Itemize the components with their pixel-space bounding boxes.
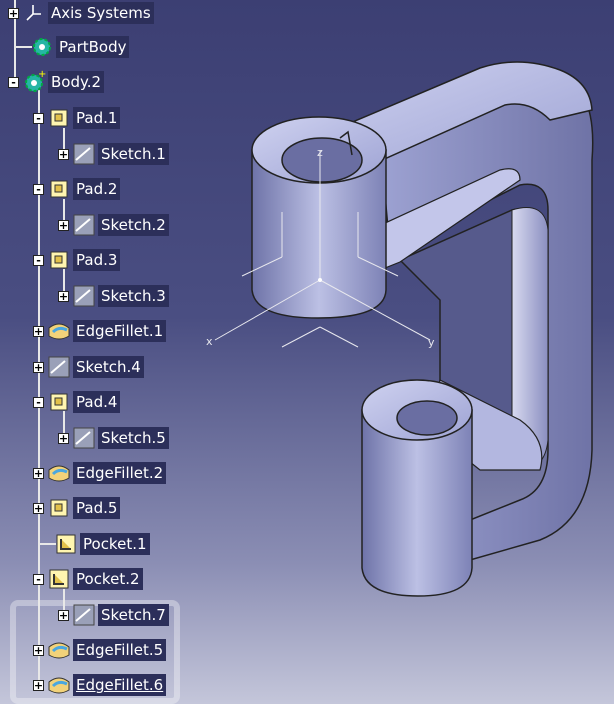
tree-item-label: Pad.5 <box>73 497 121 519</box>
expand-toggle[interactable]: + <box>58 147 69 161</box>
tree-item-sketch4[interactable]: + Sketch.4 <box>33 354 144 380</box>
mini-compass-frame <box>10 600 180 704</box>
tree-item-pad1[interactable]: - Pad.1 <box>33 105 121 131</box>
tree-item-label: Pad.2 <box>73 178 121 200</box>
tree-item-label: PartBody <box>56 36 130 58</box>
sketch-icon <box>47 355 71 379</box>
tree-item-sketch7[interactable]: + Sketch.7 <box>58 602 169 628</box>
pocket-icon <box>54 532 78 556</box>
tree-item-pad4[interactable]: - Pad.4 <box>33 389 121 415</box>
expand-toggle[interactable]: + <box>33 678 44 692</box>
tree-item-label: Axis Systems <box>48 2 154 24</box>
tree-item-pad2[interactable]: - Pad.2 <box>33 176 121 202</box>
tree-item-edgefillet6[interactable]: + EdgeFillet.6 <box>33 672 167 698</box>
expand-toggle[interactable]: + <box>33 466 44 480</box>
tree-item-label: Body.2 <box>48 71 105 93</box>
edge-fillet-icon <box>47 461 71 485</box>
tree-item-edgefillet5[interactable]: + EdgeFillet.5 <box>33 637 167 663</box>
expand-toggle[interactable]: + <box>33 643 44 657</box>
tree-item-label: Pocket.1 <box>80 533 150 555</box>
sketch-icon <box>72 284 96 308</box>
tree-item-label: Sketch.5 <box>98 427 169 449</box>
tree-item-pocket2[interactable]: - Pocket.2 <box>33 566 143 592</box>
body-gear-icon <box>30 35 54 59</box>
tree-item-label: Pad.4 <box>73 391 121 413</box>
expand-toggle[interactable]: + <box>58 608 69 622</box>
body-gear-active-icon: + <box>22 70 46 94</box>
expand-toggle[interactable]: + <box>58 431 69 445</box>
collapse-toggle[interactable]: - <box>33 254 44 266</box>
tree-item-label: EdgeFillet.5 <box>73 639 167 661</box>
expand-toggle[interactable]: + <box>33 324 44 338</box>
axis-system-icon <box>22 1 46 25</box>
sketch-icon <box>72 213 96 237</box>
tree-item-axis-systems[interactable]: + Axis Systems <box>8 0 154 26</box>
compass[interactable] <box>214 150 431 348</box>
sketch-icon <box>72 603 96 627</box>
tree-item-edgefillet1[interactable]: + EdgeFillet.1 <box>33 318 167 344</box>
tree-item-label: Sketch.7 <box>98 604 169 626</box>
axis-label-y: y <box>428 336 435 349</box>
expand-toggle[interactable]: + <box>8 6 19 20</box>
collapse-toggle[interactable]: - <box>33 183 44 195</box>
expand-toggle[interactable]: + <box>33 360 44 374</box>
tree-item-label: Sketch.2 <box>98 214 169 236</box>
collapse-toggle[interactable]: - <box>33 573 44 585</box>
pocket-icon <box>47 567 71 591</box>
collapse-toggle[interactable]: - <box>33 396 44 408</box>
tree-item-sketch3[interactable]: + Sketch.3 <box>58 283 169 309</box>
tree-item-label: EdgeFillet.6 <box>73 674 167 696</box>
tree-item-partbody[interactable]: PartBody <box>30 34 130 60</box>
tree-item-label: EdgeFillet.1 <box>73 320 167 342</box>
tree-item-pocket1[interactable]: Pocket.1 <box>54 531 150 557</box>
edge-fillet-icon <box>47 673 71 697</box>
axis-label-z: z <box>317 146 323 159</box>
edge-fillet-icon <box>47 319 71 343</box>
expand-toggle[interactable]: + <box>58 218 69 232</box>
pad-icon <box>47 248 71 272</box>
tree-item-label: Sketch.4 <box>73 356 144 378</box>
tree-item-pad5[interactable]: + Pad.5 <box>33 495 121 521</box>
tree-item-body2[interactable]: - + Body.2 <box>8 69 105 95</box>
tree-item-label: Sketch.3 <box>98 285 169 307</box>
pad-icon <box>47 390 71 414</box>
tree-item-pad3[interactable]: - Pad.3 <box>33 247 121 273</box>
expand-toggle[interactable]: + <box>33 501 44 515</box>
svg-text:+: + <box>38 70 46 80</box>
tree-item-label: EdgeFillet.2 <box>73 462 167 484</box>
tree-item-label: Sketch.1 <box>98 143 169 165</box>
collapse-toggle[interactable]: - <box>8 76 19 88</box>
pad-icon <box>47 496 71 520</box>
tree-item-sketch2[interactable]: + Sketch.2 <box>58 212 169 238</box>
tree-item-sketch1[interactable]: + Sketch.1 <box>58 141 169 167</box>
tree-item-label: Pad.1 <box>73 107 121 129</box>
axis-label-x: x <box>206 335 213 348</box>
collapse-toggle[interactable]: - <box>33 112 44 124</box>
tree-item-sketch5[interactable]: + Sketch.5 <box>58 425 169 451</box>
expand-toggle[interactable]: + <box>58 289 69 303</box>
sketch-icon <box>72 142 96 166</box>
sketch-icon <box>72 426 96 450</box>
tree-item-label: Pocket.2 <box>73 568 143 590</box>
tree-item-label: Pad.3 <box>73 249 121 271</box>
pad-icon <box>47 106 71 130</box>
pad-icon <box>47 177 71 201</box>
edge-fillet-icon <box>47 638 71 662</box>
tree-item-edgefillet2[interactable]: + EdgeFillet.2 <box>33 460 167 486</box>
